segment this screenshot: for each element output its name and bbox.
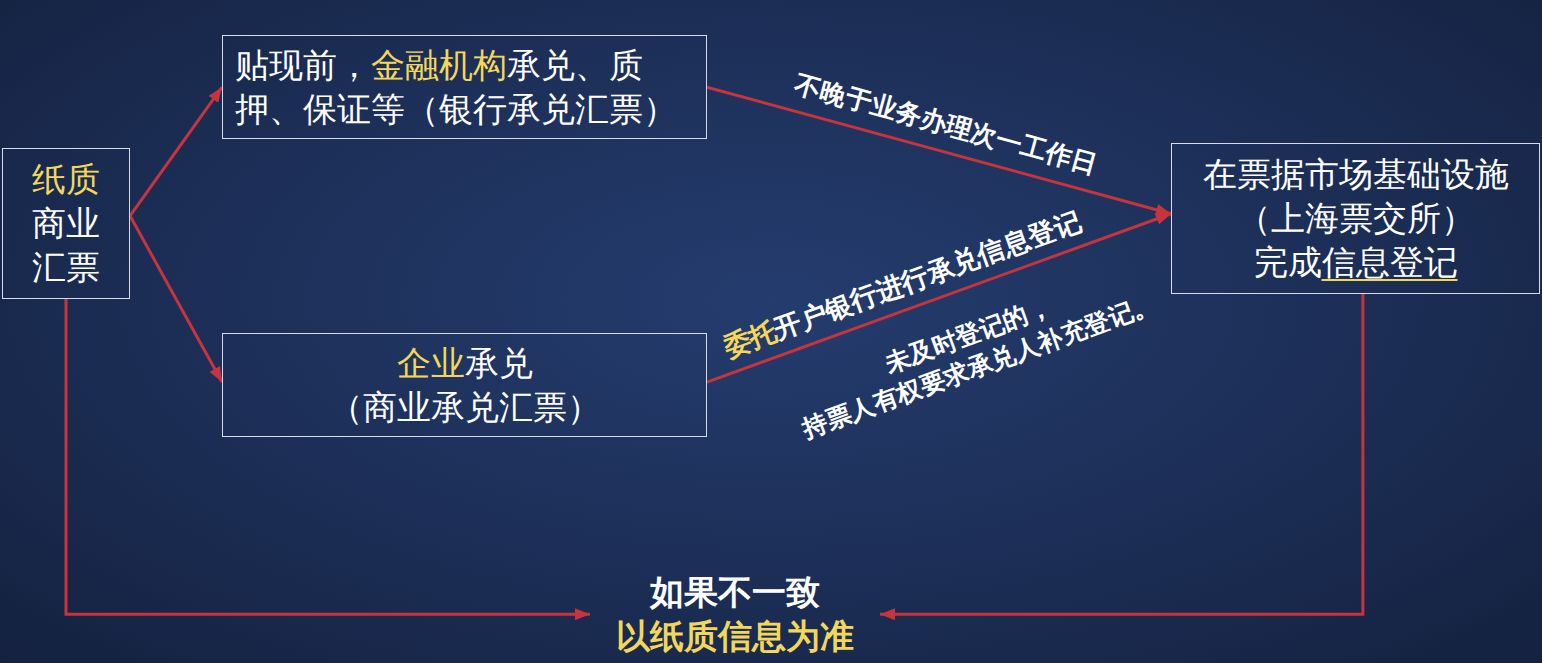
text-run: 如果不一致 [650,572,820,612]
node-label: 贴现前，金融机构承兑、质押、保证等（银行承兑汇票） [235,43,695,131]
process-box: 贴现前，金融机构承兑、质押、保证等（银行承兑汇票） [222,35,707,139]
text-run: 金融机构 [371,45,507,85]
text-run: 企业 [397,343,465,383]
connector-arrow [130,87,222,216]
node-label: 如果不一致 以纸质信息为准 [610,570,860,658]
edge-group [66,87,1363,614]
text-run: 商业 汇票 [32,203,100,287]
text-run: 不晚于业务办理次一工作日 [792,69,1101,180]
text-run: 纸质 [32,159,100,199]
conclusion-text: 如果不一致 以纸质信息为准 [590,565,880,663]
target-box: 在票据市场基础设施 （上海票交所） 完成信息登记 [1171,143,1540,294]
source-box: 纸质 商业 汇票 [2,148,130,299]
node-label: 企业承兑 （商业承兑汇票） [315,341,615,429]
text-run: 承兑 （商业承兑汇票） [329,343,601,427]
process-box: 企业承兑 （商业承兑汇票） [222,333,707,437]
text-run: 以纸质信息为准 [616,616,854,656]
text-run: 信息登记 [1322,242,1458,282]
text-run: 贴现前， [235,45,371,85]
note-label: 未及时登记的， 持票人有权要求承兑人补充登记。 [766,249,1183,453]
node-label: 纸质 商业 汇票 [26,157,106,290]
node-label: 在票据市场基础设施 （上海票交所） 完成信息登记 [1191,152,1521,285]
edge-label: 不晚于业务办理次一工作日 [791,68,1101,183]
connector-arrow [130,216,222,382]
